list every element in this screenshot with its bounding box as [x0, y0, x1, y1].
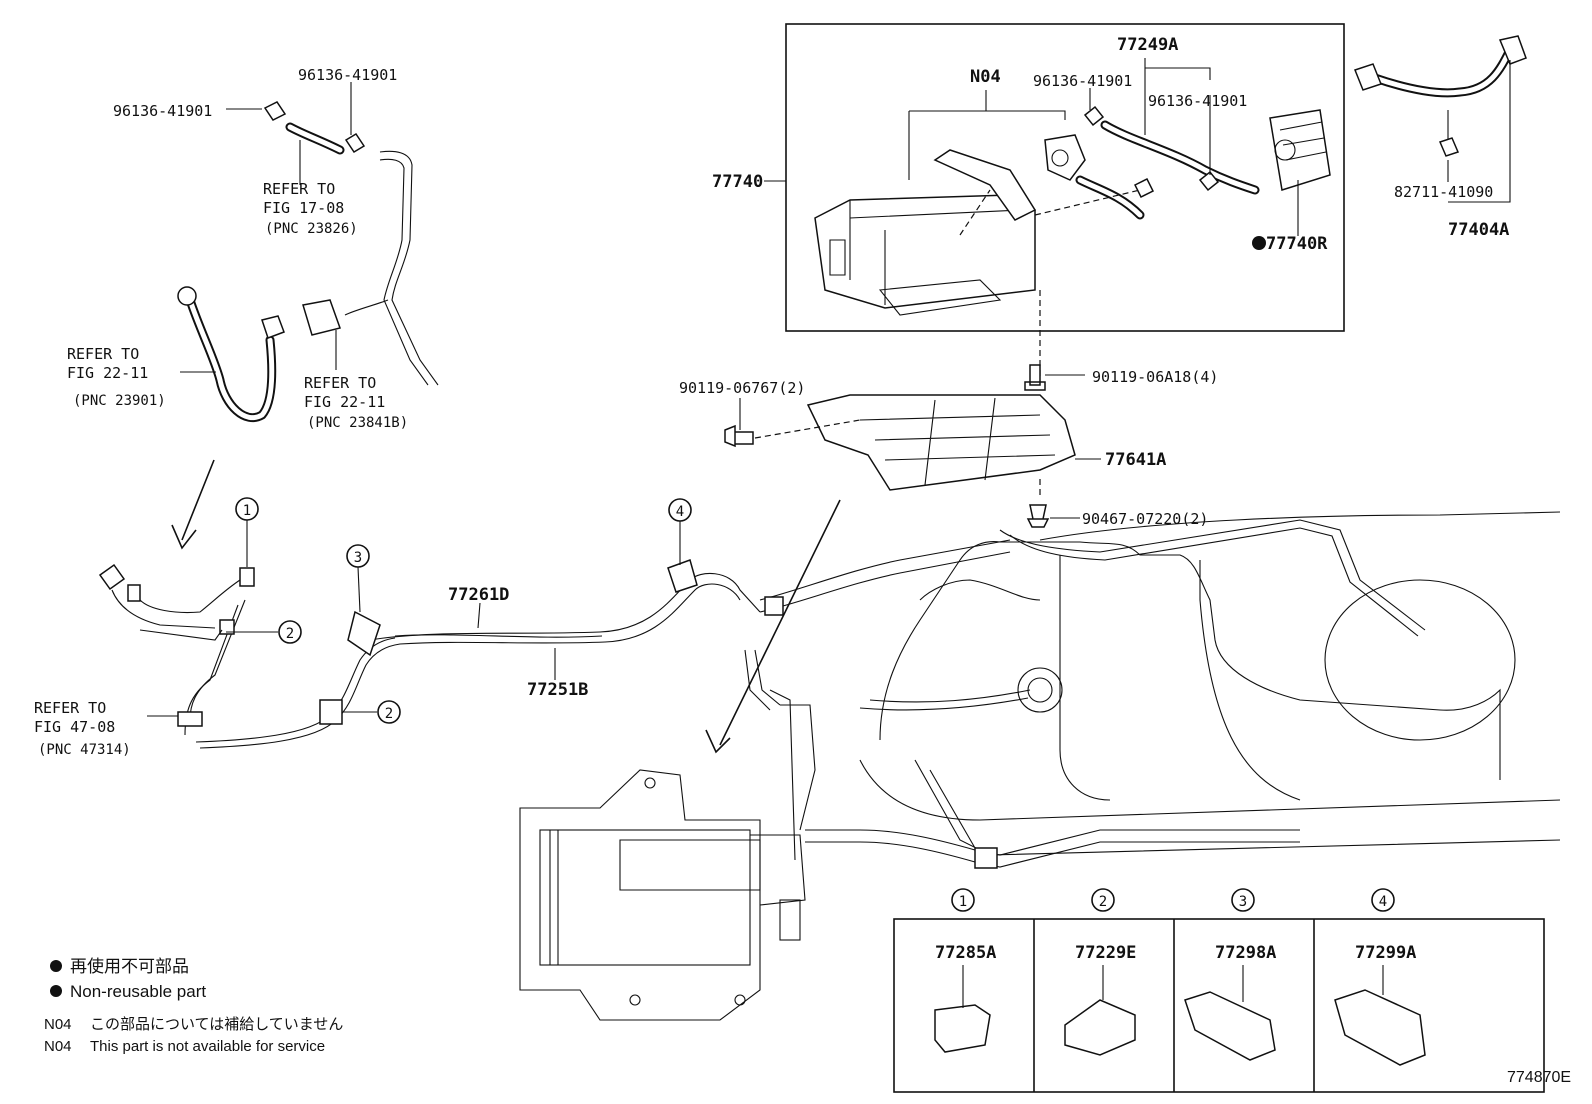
clip-fastener: [1026, 504, 1050, 528]
label-96136-b: 96136-41901: [113, 102, 212, 120]
label-77740R: 77740R: [1266, 234, 1328, 254]
hose-clip: [263, 101, 287, 121]
clamp-77299A-drawing: [1334, 989, 1426, 1066]
bolt: [1024, 364, 1046, 391]
hose-clip: [344, 132, 366, 154]
label-90467: 90467-07220(2): [1082, 510, 1208, 528]
legend-n04-en: This part is not available for service: [90, 1038, 325, 1055]
clamp-77298A-drawing: [1184, 991, 1276, 1061]
label-82711: 82711-41090: [1394, 183, 1493, 201]
clamp-77285A-drawing: [934, 1004, 991, 1053]
label-77249A: 77249A: [1117, 35, 1178, 55]
legend-n04-code-2: N04: [44, 1038, 72, 1055]
figure-id: 774870E: [1507, 1069, 1571, 1086]
line-clamp: [219, 619, 235, 635]
table-callout-3: [1231, 888, 1255, 912]
callout-circle-2a: [278, 620, 302, 644]
refer-note-2-line3: (PNC 23901): [73, 393, 166, 409]
canister-bracket: [806, 394, 1076, 491]
charcoal-canister: [814, 134, 1086, 316]
label-77251B: 77251B: [527, 680, 588, 700]
hose-end: [261, 315, 285, 339]
callout-circle-2b: [377, 700, 401, 724]
canister-assembly-frame: [785, 23, 1345, 332]
callout-circle-1: [235, 497, 259, 521]
hose-end-cap: [177, 286, 197, 306]
table-part-77285A: 77285A: [935, 943, 996, 963]
label-77641A: 77641A: [1105, 450, 1166, 470]
hose-clip: [1198, 170, 1220, 192]
table-callout-2-text: 2: [1099, 894, 1107, 910]
table-callout-4-text: 4: [1379, 894, 1387, 910]
hose-end: [1498, 35, 1527, 65]
callout-circle-4: [668, 498, 692, 522]
table-callout-4: [1371, 888, 1395, 912]
non-reusable-dot-icon: [1252, 236, 1266, 250]
callout-circle-3: [346, 544, 370, 568]
refer-note-4-line3: (PNC 47314): [38, 742, 131, 758]
hose-clip: [1083, 105, 1105, 127]
fuel-tank-outline: [759, 511, 1561, 856]
legend-n04-code-1: N04: [44, 1016, 72, 1033]
table-part-77229E: 77229E: [1075, 943, 1136, 963]
label-96136-c: 96136-41901: [1033, 72, 1132, 90]
label-96136-a: 96136-41901: [298, 66, 397, 84]
table-callout-1-text: 1: [959, 894, 967, 910]
refer-note-4-line2: FIG 47-08: [34, 718, 115, 736]
line-clamp: [319, 699, 343, 725]
callout-4-text: 4: [676, 504, 684, 520]
line-connector: [98, 563, 126, 591]
legend-dot-icon: [50, 960, 62, 972]
bolt: [724, 424, 754, 448]
label-96136-d: 96136-41901: [1148, 92, 1247, 110]
hose-clip: [1438, 137, 1460, 157]
callout-3-text: 3: [354, 550, 362, 566]
table-callout-3-text: 3: [1239, 894, 1247, 910]
table-callout-1: [951, 888, 975, 912]
label-77740: 77740: [712, 172, 763, 192]
table-callout-2: [1091, 888, 1115, 912]
hose-end: [1354, 63, 1382, 91]
fuel-line-pair: [184, 572, 761, 749]
refer-note-3-line1: REFER TO: [304, 374, 376, 392]
line-clamp: [177, 711, 203, 727]
clamp-77229E-drawing: [1064, 999, 1136, 1056]
label-77404A: 77404A: [1448, 220, 1509, 240]
refer-note-1-line3: (PNC 23826): [265, 221, 358, 237]
line-clamp: [347, 610, 381, 657]
refer-note-2-line2: FIG 22-11: [67, 364, 148, 382]
valve-part: [302, 299, 341, 336]
legend-jp-nonreusable: 再使用不可部品: [70, 956, 189, 976]
refer-note-1-line2: FIG 17-08: [263, 199, 344, 217]
label-N04: N04: [970, 67, 1001, 87]
line-connector: [127, 584, 141, 602]
refer-note-3-line2: FIG 22-11: [304, 393, 385, 411]
label-90119-06767: 90119-06767(2): [679, 379, 805, 397]
canister-filter: [1269, 109, 1331, 191]
legend-n04-jp: この部品については補給していません: [90, 1016, 343, 1033]
callout-1-text: 1: [243, 503, 251, 519]
legend-en-nonreusable: Non-reusable part: [70, 982, 206, 1001]
callout-2b-text: 2: [385, 706, 393, 722]
refer-note-3-line3: (PNC 23841B): [307, 415, 408, 431]
legend-dot-icon: [50, 985, 62, 997]
lower-canister-assembly: [519, 649, 1300, 1021]
line-clamp: [239, 567, 255, 587]
refer-note-2-line1: REFER TO: [67, 345, 139, 363]
clamp-table-frame: [893, 918, 1545, 1093]
callout-2a-text: 2: [286, 626, 294, 642]
refer-note-4-line1: REFER TO: [34, 699, 106, 717]
refer-note-1-line1: REFER TO: [263, 180, 335, 198]
table-part-77299A: 77299A: [1355, 943, 1416, 963]
line-clamp: [667, 559, 698, 593]
table-part-77298A: 77298A: [1215, 943, 1276, 963]
label-77261D: 77261D: [448, 585, 509, 605]
hose-clip: [1133, 177, 1155, 199]
label-90119-06A18: 90119-06A18(4): [1092, 368, 1218, 386]
